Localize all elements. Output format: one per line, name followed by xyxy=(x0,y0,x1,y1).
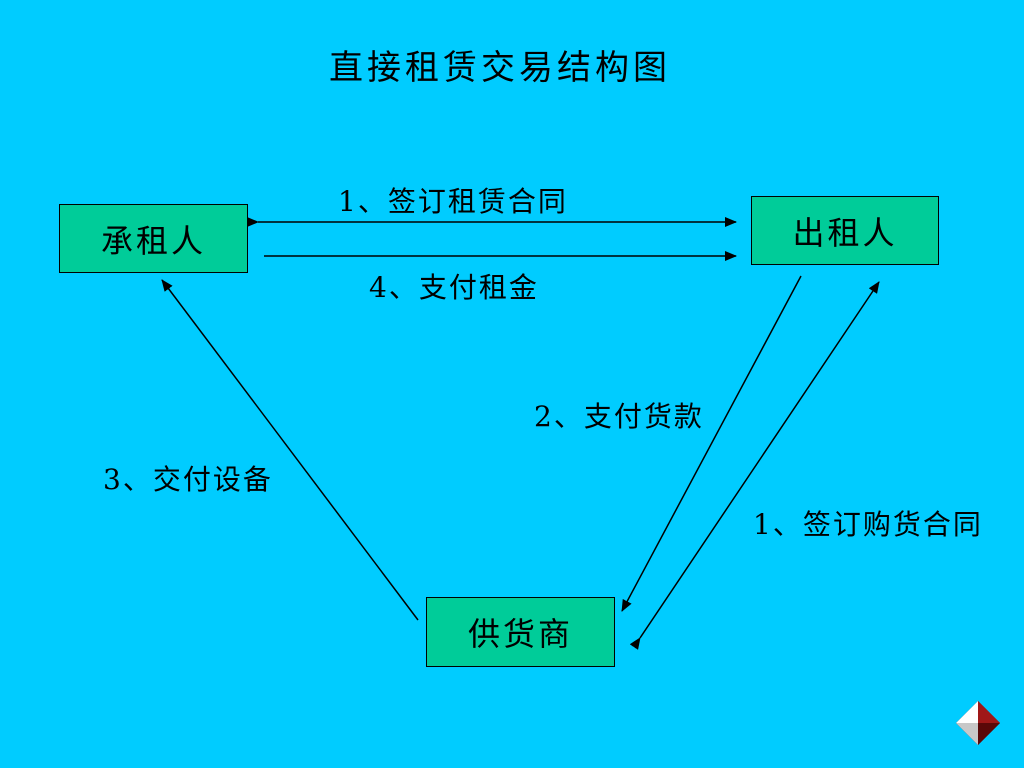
pay-goods-arrow xyxy=(621,275,802,612)
lessee-node: 承租人 xyxy=(59,204,248,273)
pay-rent-label: 4、支付租金 xyxy=(369,271,539,304)
lessor-label: 出租人 xyxy=(792,213,898,252)
supplier-label: 供货商 xyxy=(467,615,573,653)
sign-purchase-arrow xyxy=(629,281,880,650)
supplier-node: 供货商 xyxy=(426,597,615,667)
sign-lease-label: 1、签订租赁合同 xyxy=(338,185,568,218)
pay-goods-label: 2、支付货款 xyxy=(534,400,704,433)
deliver-equipment-arrow xyxy=(161,279,419,621)
page-title: 直接租赁交易结构图 xyxy=(329,48,671,88)
lessor-node: 出租人 xyxy=(751,196,939,265)
sign-purchase-label: 1、签订购货合同 xyxy=(753,508,983,541)
deliver-equipment-label: 3、交付设备 xyxy=(103,463,273,496)
diamond-next-icon[interactable] xyxy=(955,700,1001,746)
lessee-label: 承租人 xyxy=(100,221,206,260)
